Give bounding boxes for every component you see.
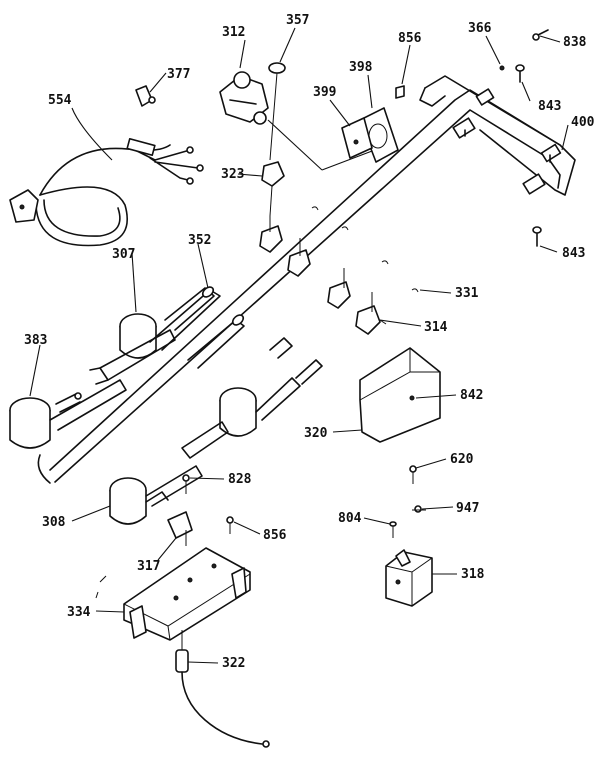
label-314: 314	[424, 320, 448, 335]
clip-317	[167, 511, 193, 546]
valve-3	[327, 268, 351, 309]
label-331: 331	[455, 286, 479, 301]
label-308: 308	[42, 515, 66, 530]
screw-947	[412, 505, 426, 513]
label-312: 312	[222, 25, 245, 40]
pressure-regulator-312	[219, 71, 269, 125]
label-842: 842	[460, 388, 483, 403]
label-804: 804	[338, 511, 362, 526]
label-838: 838	[563, 35, 587, 50]
screw-843-top	[515, 64, 525, 83]
valve-clips	[311, 206, 419, 293]
valve-1	[259, 216, 283, 253]
label-398: 398	[349, 60, 373, 75]
label-366: 366	[468, 21, 492, 36]
label-554: 554	[48, 93, 72, 108]
label-620: 620	[450, 452, 474, 467]
label-383: 383	[24, 333, 47, 348]
ignitor-377	[135, 85, 156, 107]
control-318	[385, 549, 433, 607]
tube-352	[164, 286, 215, 331]
label-322: 322	[222, 656, 245, 671]
part-labels: 554 377 312 357 856 366 838 398 399 843 …	[24, 13, 595, 671]
valve-4	[355, 292, 381, 335]
leader-lines	[29, 27, 569, 664]
wire-harness-554	[9, 138, 204, 247]
orifice-357	[268, 62, 286, 161]
manifold-assembly	[37, 75, 576, 484]
label-334: 334	[67, 605, 91, 620]
label-318: 318	[461, 567, 485, 582]
label-856-bottom: 856	[263, 528, 287, 543]
label-856-top: 856	[398, 31, 422, 46]
label-320: 320	[304, 426, 328, 441]
clip-366	[499, 65, 505, 71]
burner-center	[181, 337, 323, 459]
valve-2	[287, 238, 311, 277]
screw-856-top	[395, 85, 405, 99]
label-947: 947	[456, 501, 479, 516]
label-400: 400	[571, 115, 595, 130]
screw-828	[182, 474, 190, 494]
screw-856-bottom	[226, 516, 234, 534]
bracket-399	[341, 117, 373, 159]
burner-307	[89, 289, 221, 385]
screw-838	[532, 29, 549, 41]
bracket-334	[95, 547, 251, 641]
label-317: 317	[137, 559, 160, 574]
label-843-bottom: 843	[562, 246, 585, 261]
label-399: 399	[313, 85, 336, 100]
label-323: 323	[221, 167, 244, 182]
burner-308	[109, 465, 203, 525]
screw-843-bottom	[532, 226, 542, 247]
label-357: 357	[286, 13, 309, 28]
screw-804	[389, 521, 397, 538]
tube-center	[187, 314, 245, 369]
thermocouple-322	[175, 630, 270, 748]
label-377: 377	[167, 67, 190, 82]
label-307: 307	[112, 247, 135, 262]
burner-383	[9, 379, 127, 449]
label-352: 352	[188, 233, 211, 248]
fitting-323	[261, 161, 285, 217]
label-843-top: 843	[538, 99, 561, 114]
shield-320	[359, 347, 441, 443]
screw-620	[409, 465, 417, 484]
label-828: 828	[228, 472, 252, 487]
